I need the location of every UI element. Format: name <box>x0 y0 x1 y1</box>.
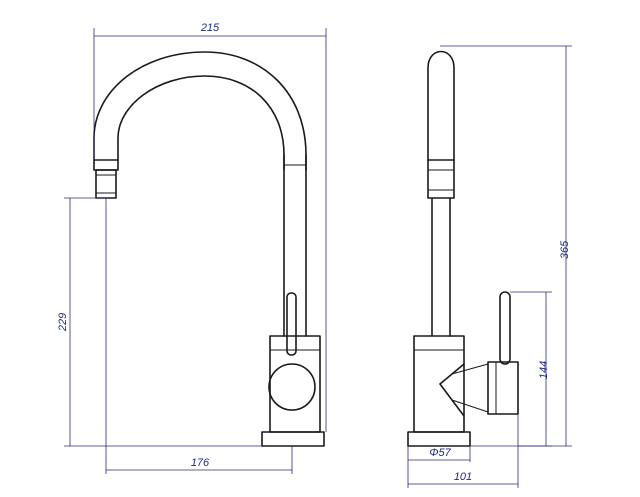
front-view <box>93 51 325 447</box>
dim-label-101: 101 <box>454 471 472 483</box>
side-handle-lever <box>499 291 511 365</box>
dimension-total-height: 365 <box>440 45 572 447</box>
dimension-handle-height: 144 <box>510 291 552 447</box>
side-aerator <box>427 159 455 199</box>
spout-inner <box>117 75 285 171</box>
dim-label-365: 365 <box>559 240 571 259</box>
dim-label-215: 215 <box>200 22 220 34</box>
side-base-plate <box>407 431 471 447</box>
spout-cap <box>427 50 455 161</box>
dim-label-176: 176 <box>191 457 210 469</box>
side-cartridge <box>487 361 519 415</box>
dim-label-229: 229 <box>57 313 69 332</box>
dimension-outlet-to-base: 176 <box>105 198 293 474</box>
handle-lever <box>286 292 297 356</box>
aerator-ring <box>93 159 119 171</box>
side-cartridge-cone <box>439 363 465 417</box>
spout-outer <box>93 51 307 171</box>
dim-label-phi57: Φ57 <box>429 447 451 459</box>
base-plate <box>261 431 325 447</box>
dimension-body-depth: 101 <box>407 414 519 488</box>
aerator-body <box>95 169 117 199</box>
dimension-outlet-height: 229 <box>57 197 262 447</box>
dimension-base-diameter: Φ57 <box>407 446 471 462</box>
side-view <box>407 50 519 447</box>
cartridge-cap <box>268 363 316 411</box>
dim-label-144: 144 <box>538 361 550 379</box>
dimension-spout-reach: 215 <box>93 22 327 432</box>
